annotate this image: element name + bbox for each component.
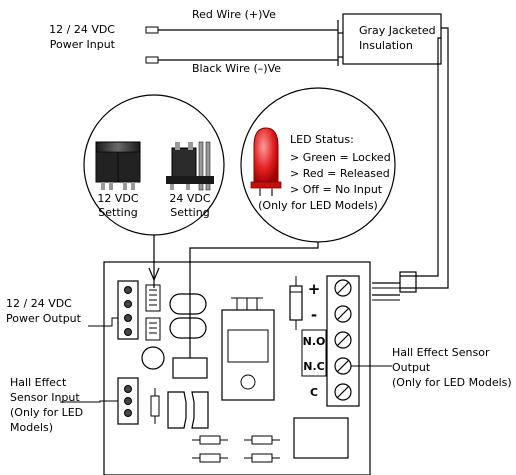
black-wire-label: Black Wire (–)Ve: [192, 62, 281, 75]
insulation-label-2: Insulation: [359, 39, 413, 52]
led-status-green: > Green = Locked: [290, 151, 391, 164]
jumper-24vdc: [166, 141, 214, 191]
sensor-input-leader: [60, 400, 118, 403]
led-icon: [250, 127, 282, 196]
led-status-note: (Only for LED Models): [258, 199, 378, 212]
terminal-nc-label: N.C: [303, 360, 324, 373]
led-status-title: LED Status:: [290, 133, 354, 146]
insulation-box: [342, 13, 449, 301]
sensor-input-label-4: Models): [10, 421, 53, 434]
led-status-off: > Off = No Input: [290, 183, 383, 196]
insulation-label-1: Gray Jacketed: [359, 24, 436, 37]
power-output-label-1: 12 / 24 VDC: [6, 297, 72, 310]
sensor-output-label-1: Hall Effect Sensor: [392, 346, 490, 359]
red-wire-label: Red Wire (+)Ve: [192, 8, 276, 21]
jumper-12-label-2: Setting: [98, 206, 137, 219]
sensor-output-label-3: (Only for LED Models): [392, 376, 512, 389]
power-output-leader: [88, 317, 118, 327]
power-input-label-1: 12 / 24 VDC: [49, 23, 115, 36]
sensor-input-label-3: (Only for LED: [10, 406, 83, 419]
jumper-12vdc: [95, 141, 141, 190]
jumper-24-label-1: 24 VDC: [169, 192, 210, 205]
circuit-board: [103, 261, 371, 475]
terminal-screws: [334, 279, 352, 401]
power-input-wires: [145, 20, 343, 66]
led-status-circle: [189, 87, 396, 358]
sensor-input-label-1: Hall Effect: [10, 376, 67, 389]
terminal-c-label: C: [310, 386, 318, 399]
power-input-label-2: Power Input: [50, 38, 116, 51]
terminal-plus-label: +: [308, 280, 321, 298]
sensor-input-label-2: Sensor Input: [10, 391, 80, 404]
terminal-minus-label: -: [311, 306, 317, 324]
jumper-24-label-2: Setting: [170, 206, 209, 219]
power-output-label-2: Power Output: [6, 312, 82, 325]
led-status-red: > Red = Released: [290, 167, 390, 180]
jumper-12-label-1: 12 VDC: [97, 192, 138, 205]
terminal-no-label: N.O: [303, 335, 326, 348]
sensor-output-label-2: Output: [392, 361, 431, 374]
